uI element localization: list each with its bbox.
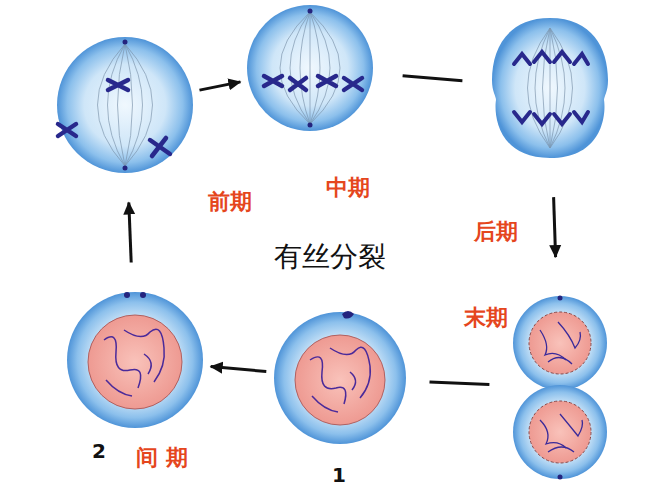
connector-line — [403, 76, 463, 81]
stage-label: 中期 — [326, 176, 370, 200]
connector-arrow — [554, 197, 556, 257]
interphase-cell — [67, 292, 203, 428]
callout-number: 2 — [92, 440, 106, 462]
diagram-title: 有丝分裂 — [274, 242, 386, 273]
connector-arrow — [200, 82, 241, 90]
connector-line — [430, 382, 490, 385]
telophase-cell — [513, 296, 607, 480]
cell-stage: 2间 期 — [67, 292, 203, 428]
interphase-cell — [274, 311, 406, 444]
prophase-cell — [57, 37, 193, 173]
stage-label: 后期 — [474, 220, 518, 244]
connector-arrow — [211, 367, 267, 372]
metaphase-cell — [247, 5, 373, 131]
cell-stage: 后期 — [492, 18, 608, 158]
stage-label: 前期 — [208, 190, 252, 214]
anaphase-cell — [492, 18, 608, 158]
stage-label: 末期 — [464, 306, 508, 330]
cell-stage: 前期 — [57, 37, 193, 173]
callout-number: 1 — [332, 464, 346, 486]
cell-stage: 1 — [274, 312, 406, 444]
stage-label: 间 期 — [136, 446, 188, 470]
cell-stage: 中期 — [247, 5, 373, 131]
connector-arrow — [129, 203, 131, 263]
cell-stage: 末期 — [513, 296, 607, 479]
